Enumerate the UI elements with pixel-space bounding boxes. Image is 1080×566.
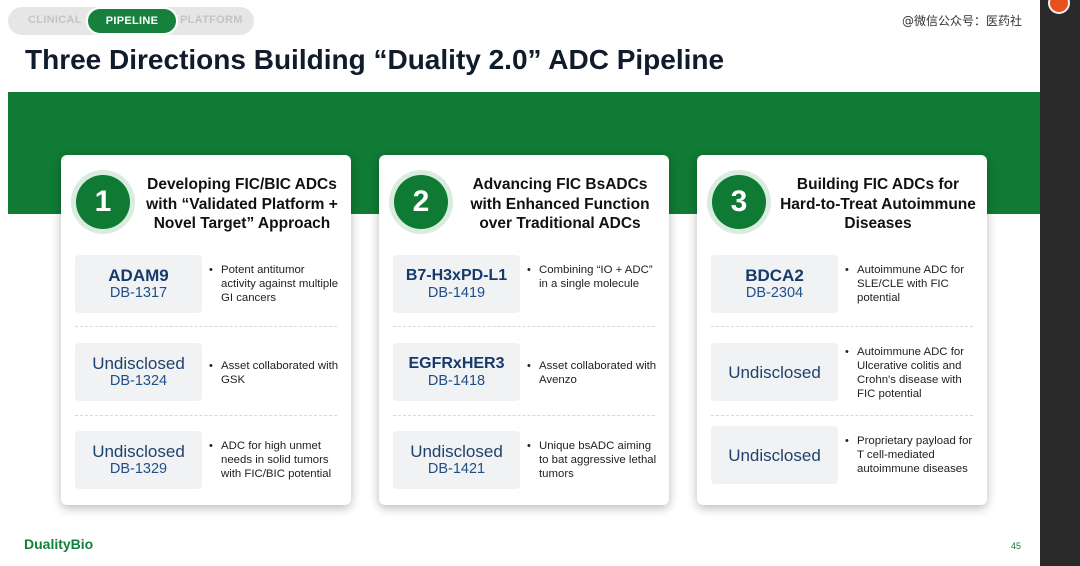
asset-name: Undisclosed: [728, 445, 821, 465]
asset-name: Undisclosed: [728, 362, 821, 382]
asset-chip: ADAM9 DB-1317: [75, 255, 202, 313]
asset-chip: Undisclosed DB-1421: [393, 431, 520, 489]
divider: [711, 326, 973, 327]
asset-chip: Undisclosed: [711, 343, 838, 401]
asset-code: DB-1419: [427, 285, 486, 301]
asset-description: Asset collaborated with GSK: [209, 359, 339, 387]
asset-row: Undisclosed Proprietary payload for T ce…: [711, 426, 973, 486]
asset-chip: B7-H3xPD-L1 DB-1419: [393, 255, 520, 313]
watermark: @微信公众号：医药社: [901, 14, 1022, 28]
window-edge: [1040, 0, 1080, 566]
page-number: 45: [1011, 541, 1022, 551]
card-title: Building FIC ADCs for Hard-to-Treat Auto…: [780, 176, 976, 232]
asset-chip: Undisclosed DB-1324: [75, 343, 202, 401]
asset-description: Proprietary payload for T cell-mediated …: [845, 434, 975, 476]
divider: [711, 415, 973, 416]
card-title: Developing FIC/BIC ADCs with “Validated …: [146, 176, 338, 232]
asset-code: DB-1418: [427, 373, 486, 389]
asset-name: B7-H3xPD-L1: [405, 267, 508, 284]
asset-name: EGFRxHER3: [408, 355, 505, 372]
asset-description: ADC for high unmet needs in solid tumors…: [209, 439, 339, 481]
direction-card-3: 3 Building FIC ADCs for Hard-to-Treat Au…: [697, 155, 987, 505]
asset-name: Undisclosed: [92, 354, 185, 373]
asset-code: DB-2304: [745, 285, 804, 301]
number-badge: 3: [707, 170, 771, 234]
card-header: 3 Building FIC ADCs for Hard-to-Treat Au…: [697, 155, 987, 245]
asset-code: DB-1324: [109, 373, 168, 389]
asset-description: Potent antitumor activity against multip…: [209, 263, 339, 305]
asset-chip: BDCA2 DB-2304: [711, 255, 838, 313]
asset-row: BDCA2 DB-2304 Autoimmune ADC for SLE/CLE…: [711, 255, 973, 315]
asset-row: ADAM9 DB-1317 Potent antitumor activity …: [75, 255, 339, 315]
asset-row: B7-H3xPD-L1 DB-1419 Combining “IO + ADC”…: [393, 255, 655, 315]
asset-name: BDCA2: [745, 266, 804, 285]
card-title: Advancing FIC BsADCs with Enhanced Funct…: [470, 176, 650, 232]
divider: [393, 415, 655, 416]
direction-card-2: 2 Advancing FIC BsADCs with Enhanced Fun…: [379, 155, 669, 505]
asset-chip: EGFRxHER3 DB-1418: [393, 343, 520, 401]
asset-description: Asset collaborated with Avenzo: [527, 359, 657, 387]
asset-description: Autoimmune ADC for SLE/CLE with FIC pote…: [845, 263, 975, 305]
number-badge-label: 3: [712, 175, 766, 229]
asset-row: Undisclosed Autoimmune ADC for Ulcerativ…: [711, 343, 973, 403]
number-badge: 2: [389, 170, 453, 234]
asset-name: ADAM9: [108, 266, 169, 285]
asset-chip: Undisclosed DB-1329: [75, 431, 202, 489]
asset-row: Undisclosed DB-1329 ADC for high unmet n…: [75, 431, 337, 491]
number-badge-label: 1: [76, 175, 130, 229]
number-badge: 1: [71, 170, 135, 234]
slide-title: Three Directions Building “Duality 2.0” …: [25, 44, 725, 75]
tab-clinical[interactable]: CLINICAL: [28, 14, 82, 26]
divider: [75, 415, 337, 416]
number-badge-label: 2: [394, 175, 448, 229]
asset-code: DB-1421: [427, 461, 486, 477]
asset-name: Undisclosed: [410, 442, 503, 461]
record-indicator-icon[interactable]: [1048, 0, 1070, 14]
asset-name: Undisclosed: [92, 442, 185, 461]
presentation-slide: CLINICAL PIPELINE PLATFORM @微信公众号：医药社 Th…: [0, 0, 1040, 566]
card-header: 1 Developing FIC/BIC ADCs with “Validate…: [61, 155, 351, 245]
asset-row: EGFRxHER3 DB-1418 Asset collaborated wit…: [393, 343, 657, 403]
tab-pipeline[interactable]: PIPELINE: [86, 7, 178, 35]
asset-description: Combining “IO + ADC” in a single molecul…: [527, 263, 657, 291]
company-logo: DualityBio: [24, 536, 94, 552]
divider: [393, 326, 655, 327]
card-header: 2 Advancing FIC BsADCs with Enhanced Fun…: [379, 155, 669, 245]
divider: [75, 326, 337, 327]
asset-code: DB-1329: [109, 461, 168, 477]
asset-row: Undisclosed DB-1324 Asset collaborated w…: [75, 343, 339, 403]
asset-row: Undisclosed DB-1421 Unique bsADC aiming …: [393, 431, 657, 491]
asset-code: DB-1317: [109, 285, 168, 301]
tab-platform[interactable]: PLATFORM: [180, 14, 243, 26]
direction-card-1: 1 Developing FIC/BIC ADCs with “Validate…: [61, 155, 351, 505]
asset-description: Autoimmune ADC for Ulcerative colitis an…: [845, 345, 975, 401]
section-tabs: CLINICAL PIPELINE PLATFORM: [8, 7, 254, 35]
asset-description: Unique bsADC aiming to bat aggressive le…: [527, 439, 657, 481]
asset-chip: Undisclosed: [711, 426, 838, 484]
